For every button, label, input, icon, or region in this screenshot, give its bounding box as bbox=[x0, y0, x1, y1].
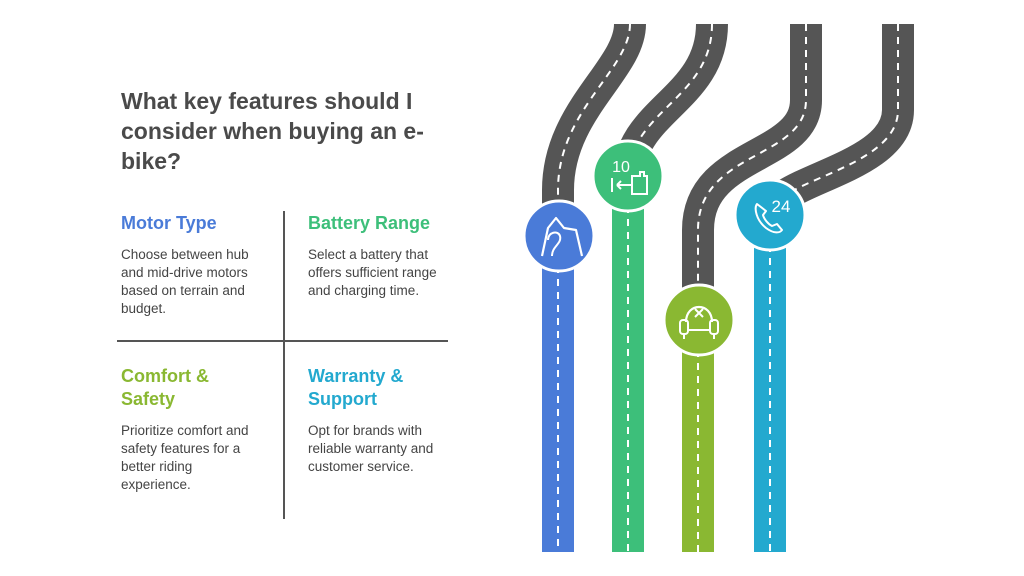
feature-heading: Motor Type bbox=[121, 213, 217, 233]
grid-divider-horizontal bbox=[117, 340, 448, 342]
feature-heading: Warranty & Support bbox=[308, 366, 404, 409]
support-icon-label: 24 bbox=[772, 197, 791, 216]
road-motor-type bbox=[542, 22, 646, 552]
feature-description: Select a battery that offers sufficient … bbox=[308, 247, 437, 298]
feature-description: Prioritize comfort and safety features f… bbox=[121, 423, 249, 492]
armchair-icon bbox=[662, 283, 736, 357]
charging-time-icon: 10 bbox=[591, 139, 665, 213]
feature-motor-type: Motor Type Choose between hub and mid-dr… bbox=[121, 212, 271, 318]
grid-divider-vertical bbox=[283, 211, 285, 519]
phone-24-icon: 24 bbox=[733, 178, 807, 252]
feature-heading: Battery Range bbox=[308, 213, 431, 233]
feature-comfort-safety: Comfort & Safety Prioritize comfort and … bbox=[121, 365, 261, 494]
feature-description: Opt for brands with reliable warranty an… bbox=[308, 423, 434, 474]
road-comfort-safety bbox=[682, 24, 822, 552]
feature-heading: Comfort & Safety bbox=[121, 366, 209, 409]
feature-warranty-support: Warranty & Support Opt for brands with r… bbox=[308, 365, 453, 476]
road-warranty-support bbox=[754, 24, 914, 552]
battery-icon-label: 10 bbox=[612, 159, 630, 176]
feature-description: Choose between hub and mid-drive motors … bbox=[121, 247, 249, 316]
feature-battery-range: Battery Range Select a battery that offe… bbox=[308, 212, 458, 300]
page-title: What key features should I consider when… bbox=[121, 88, 424, 174]
mountain-road-icon bbox=[522, 199, 596, 273]
